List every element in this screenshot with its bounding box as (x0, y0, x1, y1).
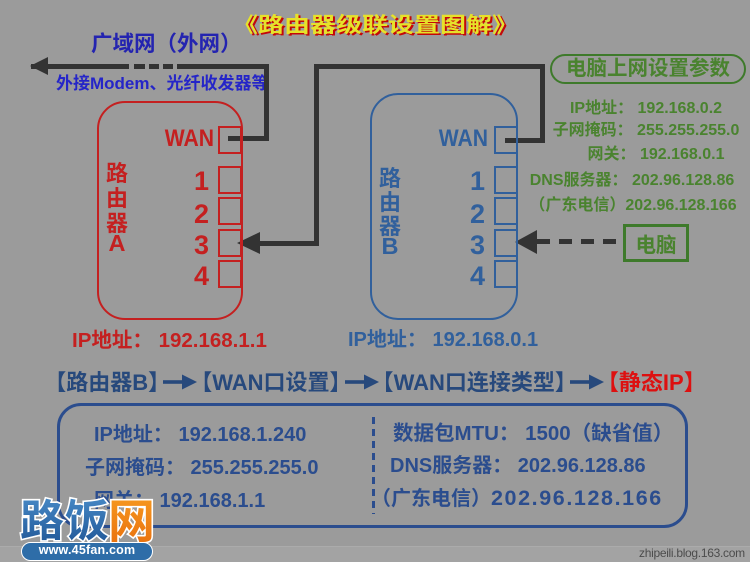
svg-text:路饭: 路饭 (20, 492, 110, 546)
svg-text:网: 网 (108, 492, 155, 546)
